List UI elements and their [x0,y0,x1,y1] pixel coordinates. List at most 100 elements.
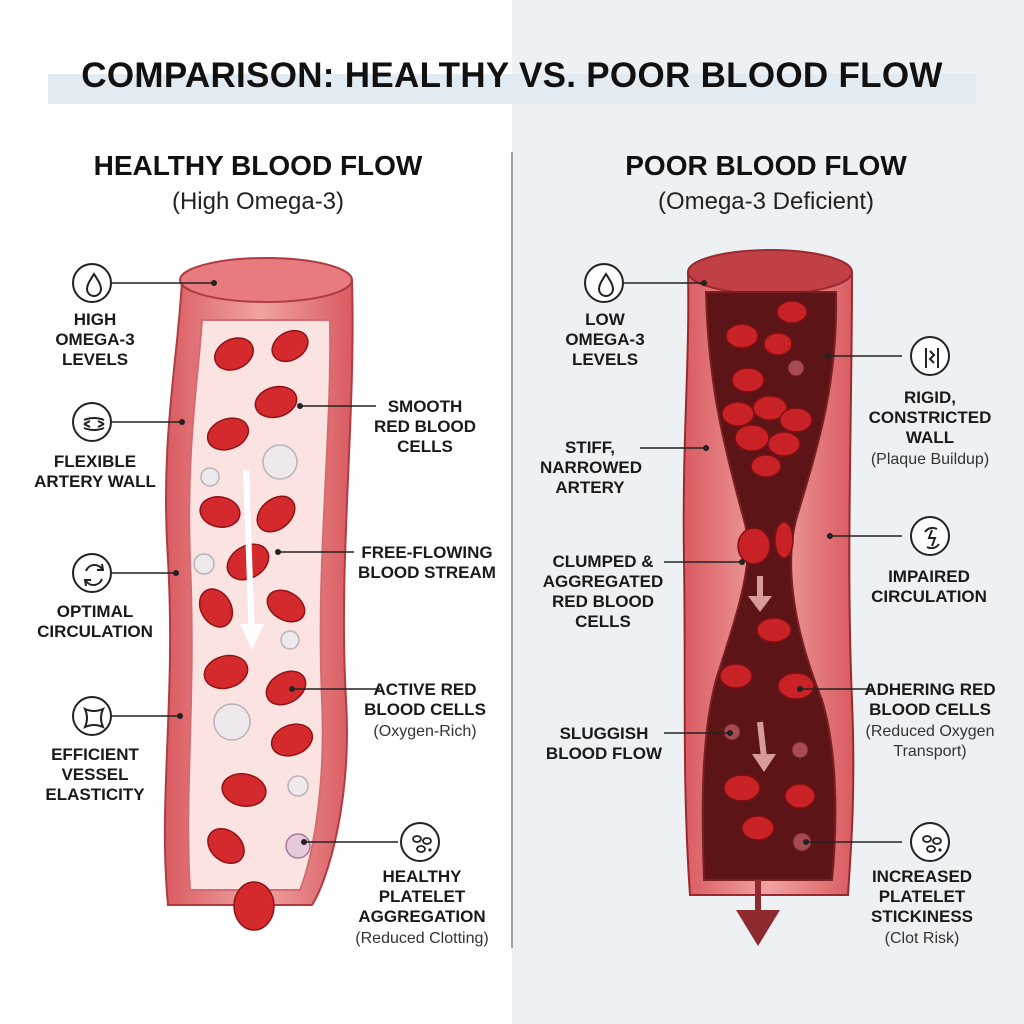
leader-dot [211,280,217,286]
clumped-red-blood-cell [779,407,813,433]
healthy-artery-opening [179,257,353,303]
label-active-red-blood-cells: ACTIVE RED BLOOD CELLS (Oxygen-Rich) [360,680,490,742]
red-blood-cell [214,337,254,371]
page-title: COMPARISON: HEALTHY VS. POOR BLOOD FLOW [81,56,943,95]
clumped-red-blood-cell [752,395,788,421]
leader-dot [797,686,803,692]
leader-dot [803,839,809,845]
title-band [48,74,976,104]
healthy-heading: HEALTHY BLOOD FLOW [93,150,423,181]
leader-dot [297,403,303,409]
healthy-platelet-note: (Reduced Clotting) [355,930,489,947]
healthy-subheading: (High Omega-3) [171,188,345,215]
leader-dot [301,839,307,845]
platelet-stickiness-note: (Clot Risk) [884,930,960,947]
adhering-red-blood-cell [723,774,761,802]
sticky-platelet [787,359,805,377]
label-platelet-stickiness: INCREASED PLATELET STICKINESS (Clot Risk… [862,867,982,949]
clumped-red-blood-cell [737,527,771,565]
poor-artery [682,249,855,946]
label-free-flowing-stream: FREE-FLOWING BLOOD STREAM [358,543,496,582]
poor-artery-opening [687,249,853,295]
circulation-icon [72,553,112,593]
healthy-artery [163,257,354,931]
red-blood-cell [203,654,249,690]
red-blood-cell [266,589,306,623]
outflow-arrow-head [736,910,780,946]
clumped-red-blood-cell [734,424,770,452]
white-blood-cell [262,444,298,480]
healthy-panel-header: HEALTHY BLOOD FLOW (High Omega-3) [28,150,488,216]
label-high-omega: HIGH OMEGA-3 LEVELS [55,310,135,369]
leader-dot [703,445,709,451]
panel-divider [511,152,513,948]
leader-dot [827,533,833,539]
clumped-red-blood-cell [731,367,765,393]
leader-dot [727,730,733,736]
label-healthy-platelet: HEALTHY PLATELET AGGREGATION (Reduced Cl… [344,867,500,949]
sticky-platelet [791,741,809,759]
healthy-platelet-text: HEALTHY PLATELET AGGREGATION [358,867,486,926]
clumped-red-blood-cell [776,300,808,324]
slow-flow-arrow [757,721,767,759]
label-clumped-cells: CLUMPED & AGGREGATED RED BLOOD CELLS [542,552,664,631]
label-smooth-red-blood-cells: SMOOTH RED BLOOD CELLS [374,397,476,456]
clumped-red-blood-cell [721,401,755,427]
red-blood-cell [256,495,296,533]
leader-dot [173,570,179,576]
label-flexible-artery-wall: FLEXIBLE ARTERY WALL [34,452,156,491]
red-blood-cell [198,588,234,628]
red-blood-cell [199,496,241,528]
clumped-red-blood-cell [767,431,801,457]
flow-arrow [243,469,255,641]
platelet-icon [910,822,950,862]
leader-dot [179,419,185,425]
adhering-red-blood-cell [756,617,792,643]
poor-subheading: (Omega-3 Deficient) [657,188,875,215]
red-blood-cell [207,828,245,864]
red-blood-cell [254,385,298,419]
label-impaired-circulation: IMPAIRED CIRCULATION [871,567,987,606]
red-blood-cell [233,881,275,931]
elastic-square-icon [72,696,112,736]
adhering-red-blood-cell [741,815,775,841]
droplet-icon [584,263,624,303]
platelet [280,630,300,650]
flex-arrows-icon [72,402,112,442]
leader-lines [112,282,902,843]
adhering-red-blood-cell [784,783,816,809]
label-stiff-narrowed-artery: STIFF, NARROWED ARTERY [540,438,642,497]
red-blood-cell [270,723,314,757]
activated-platelet [285,833,311,859]
red-blood-cell [206,417,250,451]
leader-dot [701,280,707,286]
rigid-wall-icon [910,336,950,376]
rigid-wall-text: RIGID, CONSTRICTED WALL [868,388,992,447]
platelet-icon [400,822,440,862]
slow-flow-arrow-head [748,596,772,612]
white-blood-cell [213,703,251,741]
red-blood-cell [271,329,309,363]
clumped-red-blood-cell [750,454,782,478]
active-cells-note: (Oxygen-Rich) [373,723,477,740]
adhering-cells-note: (Reduced Oxygen Transport) [865,723,995,760]
poor-heading: POOR BLOOD FLOW [625,150,907,181]
clumped-red-blood-cell [763,332,793,356]
platelet [200,467,220,487]
active-cells-text: ACTIVE RED BLOOD CELLS [364,680,486,719]
platelet [287,775,309,797]
poor-panel-header: POOR BLOOD FLOW (Omega-3 Deficient) [536,150,996,216]
leader-dot [289,686,295,692]
platelet-stickiness-text: INCREASED PLATELET STICKINESS [870,867,974,926]
label-low-omega: LOW OMEGA-3 LEVELS [565,310,645,369]
red-blood-cell [221,773,267,807]
label-rigid-wall: RIGID, CONSTRICTED WALL (Plaque Buildup) [858,388,1002,470]
droplet-icon [72,263,112,303]
label-efficient-elasticity: EFFICIENT VESSEL ELASTICITY [45,745,145,804]
label-sluggish-flow: SLUGGISH BLOOD FLOW [545,724,663,763]
adhering-red-blood-cell [777,672,815,700]
clumped-red-blood-cell [725,323,759,349]
flow-arrow-head [240,624,264,650]
adhering-cells-text: ADHERING RED BLOOD CELLS [864,680,996,719]
